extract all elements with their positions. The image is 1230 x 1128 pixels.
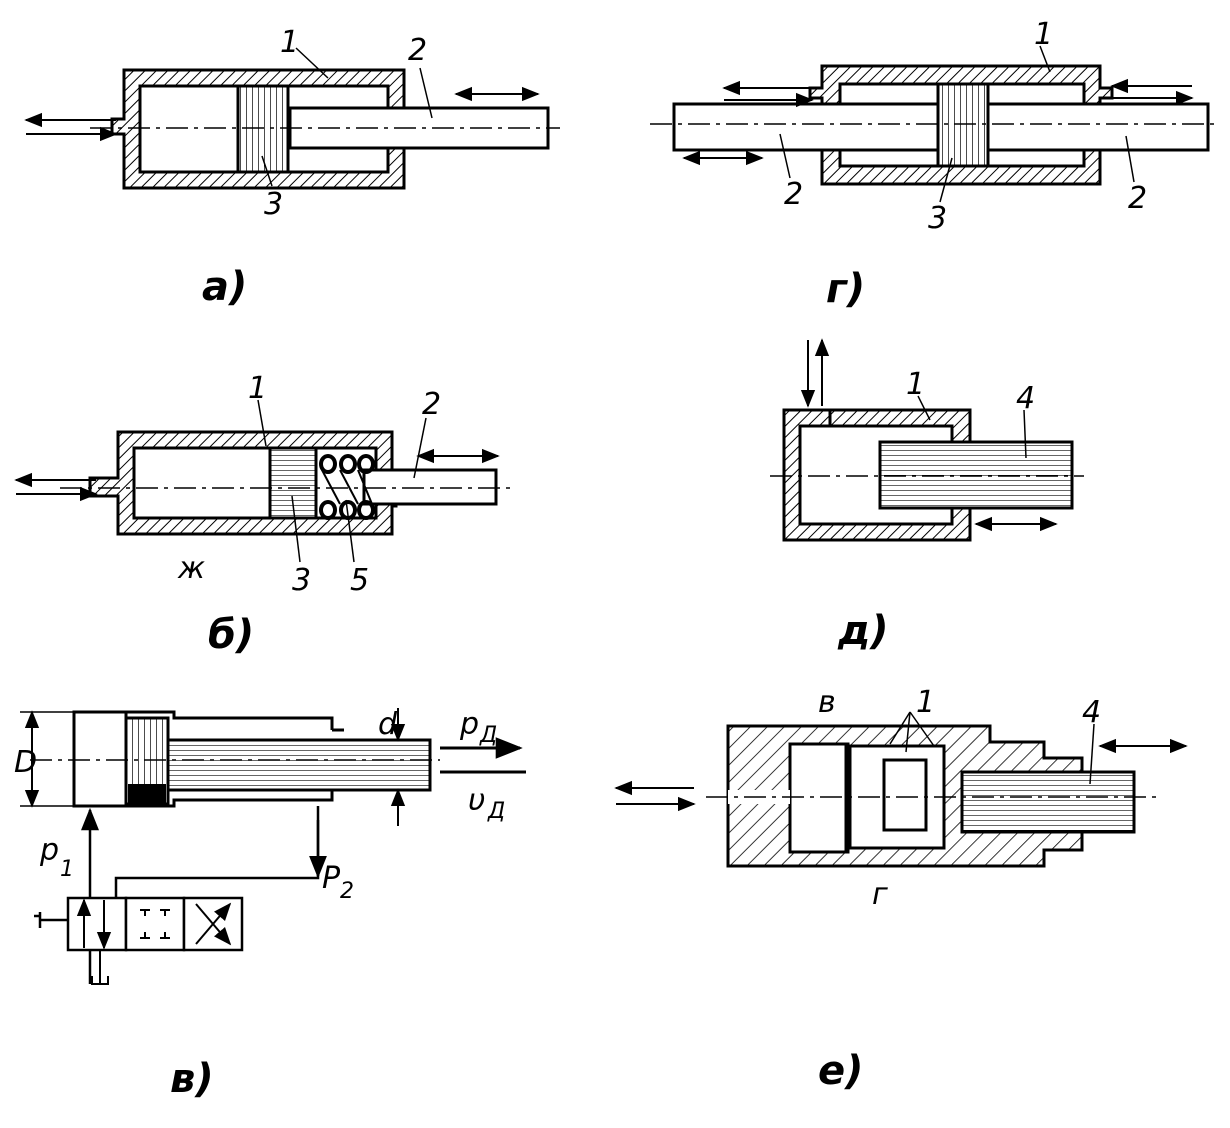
- label-2-right: 2: [1128, 181, 1147, 216]
- rod: [166, 738, 432, 792]
- diagram-a: 1 2 3 а): [24, 25, 560, 310]
- diagram-b: 1 2 3 5 ж б): [14, 371, 510, 658]
- label-g: г: [872, 877, 888, 912]
- leader-2-right: [1125, 135, 1135, 183]
- label-pd: p: [459, 707, 479, 742]
- leader-3: [261, 155, 273, 187]
- label-vd: υ: [468, 783, 485, 818]
- label-4: 4: [1082, 695, 1101, 730]
- diagram-d: 1 4 д): [770, 338, 1084, 654]
- label-1: 1: [1034, 17, 1053, 52]
- diagram-e: 1 4 в г е): [614, 685, 1188, 1094]
- caption-g: г): [826, 266, 865, 312]
- caption-d: д): [837, 608, 889, 654]
- rod: [362, 468, 498, 506]
- directional-valve: [34, 896, 244, 985]
- line-p2: [114, 806, 320, 898]
- caption-e: е): [818, 1048, 863, 1094]
- label-3: 3: [292, 563, 311, 598]
- plunger: [960, 770, 1136, 834]
- diagram-g: 1 2 2 3 г): [650, 17, 1220, 312]
- label-5: 5: [350, 563, 369, 598]
- label-3: 3: [928, 201, 947, 236]
- label-p2-sub: 2: [340, 879, 354, 904]
- plunger: [878, 440, 1074, 510]
- label-1: 1: [248, 371, 267, 406]
- diagram-v: D d p Д υ Д p 1 P 2 в): [14, 707, 526, 1102]
- label-4: 4: [1016, 381, 1035, 416]
- cylinder-head: [72, 710, 128, 808]
- leader-4: [1089, 723, 1095, 785]
- label-1: 1: [280, 25, 299, 60]
- stage-inner: [882, 758, 928, 832]
- label-p1-sub: 1: [60, 857, 74, 882]
- label-pd-sub: Д: [479, 723, 497, 748]
- leader-2: [419, 67, 433, 119]
- label-1: 1: [906, 367, 925, 402]
- leader-3: [939, 157, 953, 203]
- caption-a: а): [202, 264, 247, 310]
- leader-1: [257, 399, 267, 447]
- label-p1: p: [39, 833, 59, 868]
- label-3: 3: [264, 187, 283, 222]
- label-1: 1: [916, 685, 935, 720]
- caption-b: б): [208, 612, 254, 658]
- piston-seal: [128, 784, 166, 804]
- leader-2-left: [779, 133, 791, 179]
- label-p2: P: [322, 861, 341, 896]
- leader-2: [413, 417, 427, 479]
- label-d: d: [378, 707, 398, 742]
- cylinder-wall: [126, 710, 334, 808]
- leader-1: [295, 47, 329, 79]
- leader-4: [1023, 409, 1027, 459]
- leader-1c: [909, 711, 935, 747]
- leader-1: [1039, 45, 1051, 73]
- label-v: в: [818, 685, 836, 720]
- cavity-left: [788, 742, 848, 854]
- label-2-left: 2: [784, 177, 803, 212]
- leader-1b: [905, 711, 911, 753]
- leader-1a: [889, 711, 911, 745]
- label-zh: ж: [177, 551, 205, 586]
- leader-1: [917, 395, 931, 421]
- label-D: D: [14, 745, 37, 780]
- leader-5: [345, 499, 355, 563]
- leader-3: [291, 495, 301, 563]
- label-2: 2: [408, 33, 427, 68]
- label-2: 2: [422, 387, 441, 422]
- piston: [936, 82, 990, 168]
- label-vd-sub: Д: [487, 799, 505, 824]
- caption-v: в): [170, 1056, 214, 1102]
